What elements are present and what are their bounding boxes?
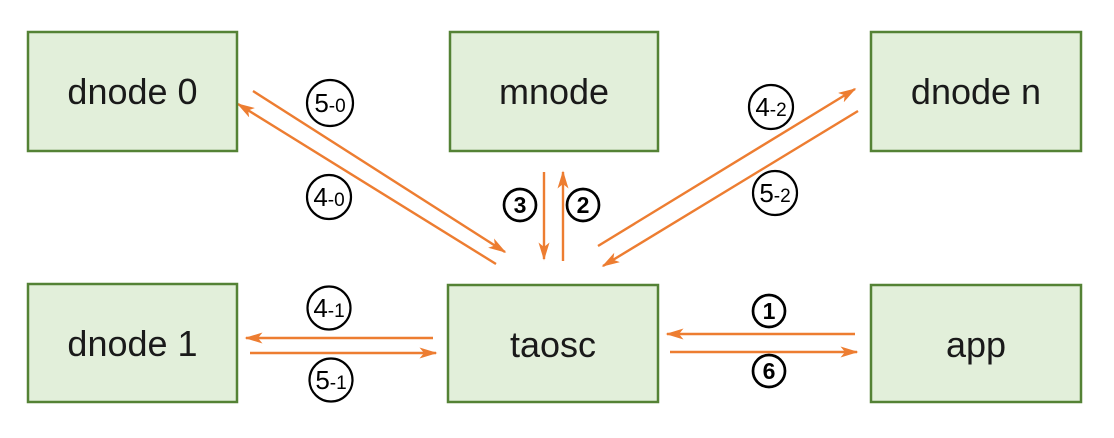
edge-1-badge-circle xyxy=(751,293,787,329)
node-mnode: mnode xyxy=(448,30,660,153)
edge-badges: 1 2 3 4-0 5-0 xyxy=(305,78,799,403)
edge-5-0-badge-label: 5-0 xyxy=(314,88,345,118)
edge-4-2-arrow xyxy=(597,87,857,248)
edges xyxy=(236,87,859,359)
node-dnoden-label: dnode n xyxy=(911,71,1041,112)
node-dnoden: dnode n xyxy=(869,30,1083,153)
edge-4-0-badge: 4-0 xyxy=(305,173,353,221)
edge-6-badge: 6 xyxy=(751,353,787,389)
node-app-box xyxy=(869,283,1083,404)
edge-5-2-badge-circle xyxy=(751,169,799,217)
edge-3-badge-label: 3 xyxy=(514,192,527,218)
node-taosc-label: taosc xyxy=(510,324,596,365)
edge-5-1-badge-circle xyxy=(308,357,354,403)
node-dnode0-box xyxy=(26,30,239,153)
node-taosc-box xyxy=(446,283,660,404)
node-taosc: taosc xyxy=(446,283,660,404)
edge-4-0-badge-circle xyxy=(305,173,353,221)
edge-4-1-badge-label: 4-1 xyxy=(313,293,344,323)
edge-1-badge: 1 xyxy=(751,293,787,329)
edge-5-2-badge: 5-2 xyxy=(751,169,799,217)
edge-5-0-badge-circle xyxy=(305,78,355,128)
node-mnode-box xyxy=(448,30,660,153)
nodes: dnode 0 mnode dnode n dnode 1 taosc app xyxy=(26,30,1083,404)
edge-5-2-arrow xyxy=(601,109,859,268)
node-dnode1-box xyxy=(26,282,239,404)
node-dnode0: dnode 0 xyxy=(26,30,239,153)
edge-6-badge-label: 6 xyxy=(763,358,776,384)
node-app-label: app xyxy=(946,324,1006,365)
edge-4-0-arrow xyxy=(236,102,497,266)
edge-2-badge-label: 2 xyxy=(577,192,590,218)
edge-5-0-arrow xyxy=(252,89,507,254)
edge-5-2-badge-label: 5-2 xyxy=(759,178,790,208)
edge-4-2-badge: 4-2 xyxy=(747,83,795,131)
edge-4-2-badge-label: 4-2 xyxy=(755,92,786,122)
edge-2-badge-circle xyxy=(565,187,601,223)
edge-2-badge: 2 xyxy=(565,187,601,223)
node-dnode1-label: dnode 1 xyxy=(67,323,197,364)
edge-4-1-badge-circle xyxy=(306,285,352,331)
edge-3-badge-circle xyxy=(502,187,538,223)
node-dnode0-label: dnode 0 xyxy=(67,71,197,112)
edge-4-0-badge-label: 4-0 xyxy=(313,182,344,212)
edge-4-2-badge-circle xyxy=(747,83,795,131)
edge-5-1-badge-label: 5-1 xyxy=(315,365,346,395)
node-app: app xyxy=(869,283,1083,404)
edge-4-1-badge: 4-1 xyxy=(306,285,352,331)
edge-1-badge-label: 1 xyxy=(763,298,776,324)
edge-5-1-badge: 5-1 xyxy=(308,357,354,403)
edge-3-badge: 3 xyxy=(502,187,538,223)
edge-6-badge-circle xyxy=(751,353,787,389)
node-dnode1: dnode 1 xyxy=(26,282,239,404)
edge-5-0-badge: 5-0 xyxy=(305,78,355,128)
node-dnoden-box xyxy=(869,30,1083,153)
node-mnode-label: mnode xyxy=(499,71,609,112)
